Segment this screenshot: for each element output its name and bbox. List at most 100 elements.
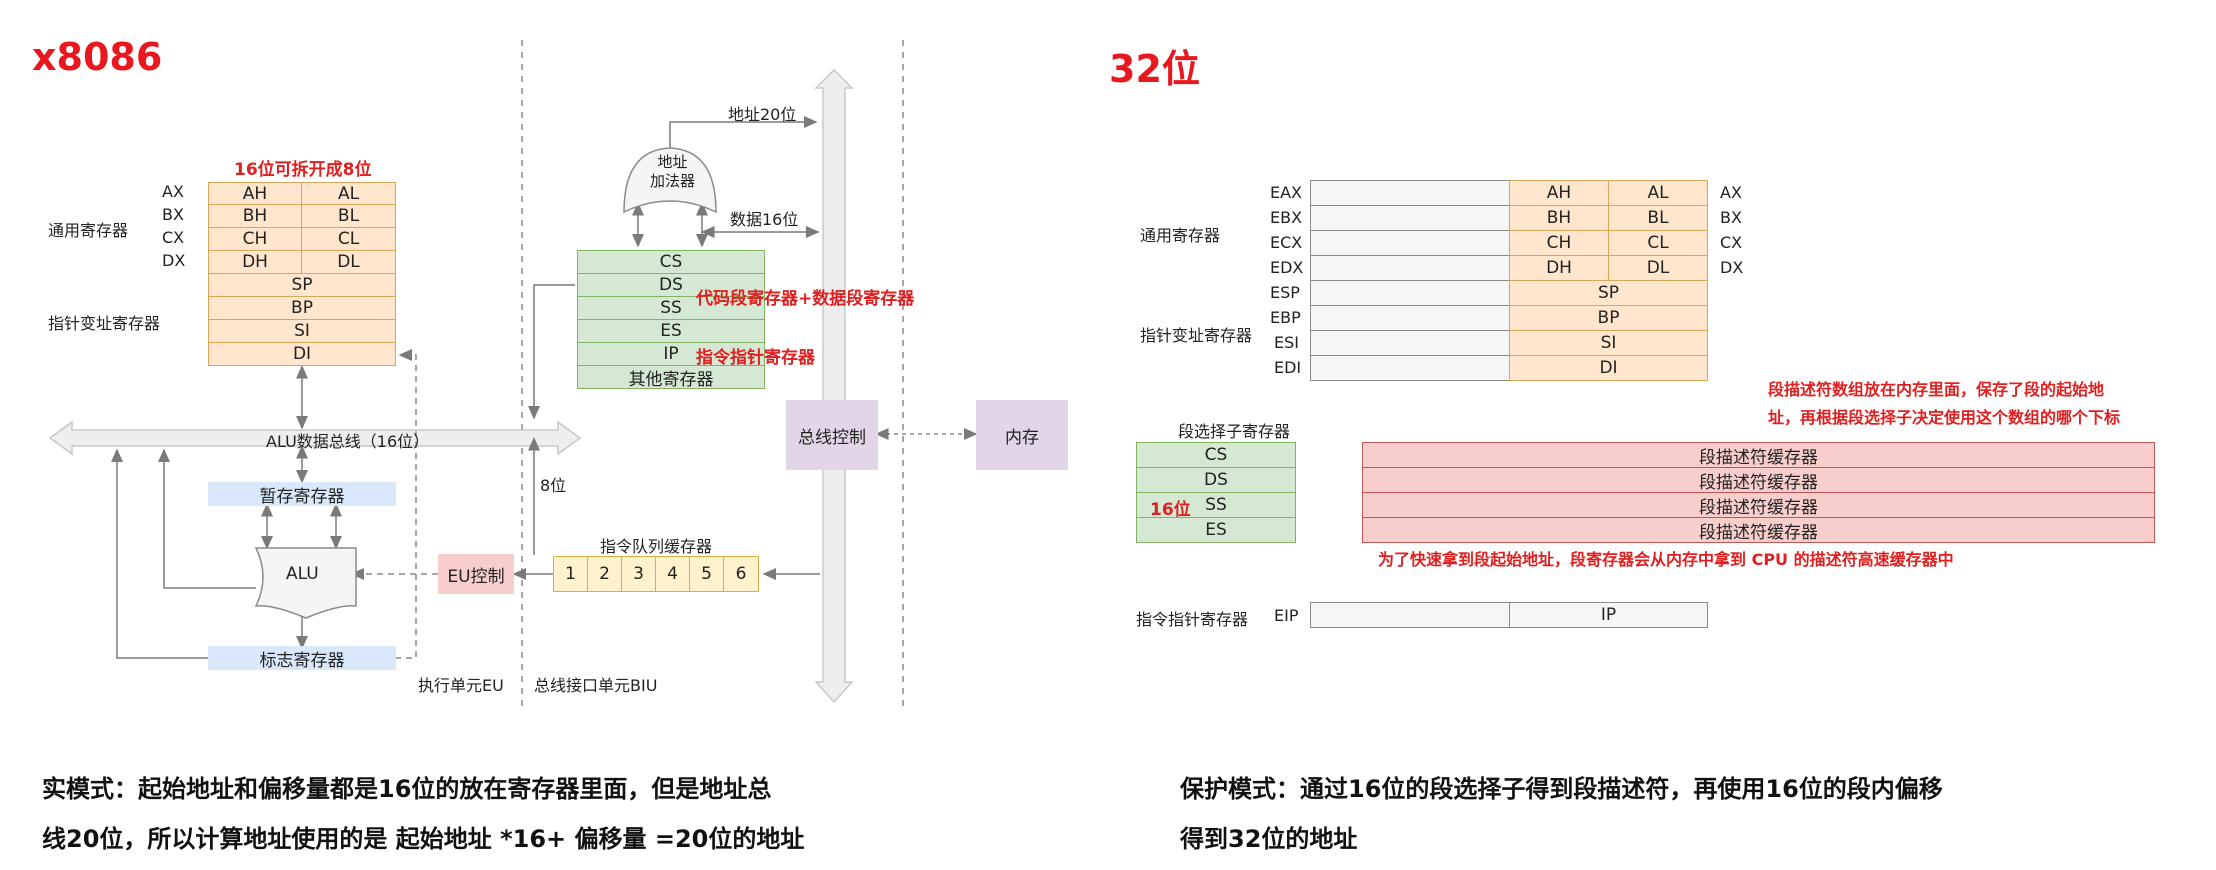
reg-name-esp: ESP [1270,283,1300,302]
flag-register: 标志寄存器 [208,646,396,671]
seg-register-cs: CS [577,250,765,274]
register-ch: CH [208,227,302,251]
reg-name-bx-32: BX [1720,208,1742,227]
segment-note: 代码段寄存器+数据段寄存器 [696,289,915,309]
reg-name-cx-32: CX [1720,233,1743,252]
reg-name-dx-32: DX [1720,258,1744,277]
protected-mode-caption-line1: 保护模式：通过16位的段选择子得到段描述符，再使用16位的段内偏移 [1180,775,1943,803]
descriptor-note: 段描述符数组放在内存里面，保存了段的起始地 址，再根据段选择子决定使用这个数组的… [1768,376,2120,432]
register-bh-32: BH [1509,205,1609,231]
reg-name-esi: ESI [1274,333,1299,352]
reg-name-ax: AX [162,182,184,201]
eip-upper-half [1310,602,1510,628]
descriptor-cache-row: 段描述符缓存器 [1362,492,2155,518]
register-bl: BL [301,204,396,228]
reg-name-cx: CX [162,228,185,247]
address-20bit-label: 地址20位 [728,105,797,124]
reg-name-eax: EAX [1270,183,1303,202]
protected-mode-caption-line2: 得到32位的地址 [1180,825,1358,853]
register-bh: BH [208,204,302,228]
queue-slot: 1 [553,556,588,592]
ptr-register-label: 指针变址寄存器 [48,314,161,333]
gp-register-label-32: 通用寄存器 [1140,226,1221,245]
register-bp: BP [208,296,396,320]
gp-register-label: 通用寄存器 [48,221,129,240]
protected-mode-panel: 32位 通用寄存器 指针变址寄存器 EAX EBX ECX EDX ESP EB… [1100,0,2216,720]
register-upper-half [1310,230,1510,256]
descriptor-note-line1: 段描述符数组放在内存里面，保存了段的起始地 [1768,380,2105,399]
descriptor-cache-row: 段描述符缓存器 [1362,517,2155,543]
memory-box: 内存 [976,400,1068,470]
register-upper-half [1310,305,1510,331]
protected-mode-title: 32位 [1109,47,1200,91]
reg-name-ecx: ECX [1270,233,1303,252]
split-note: 16位可拆开成8位 [234,160,372,180]
x8086-panel: x8086 [0,0,1100,720]
register-sp: SP [208,273,396,297]
eu-control: EU控制 [438,554,514,594]
reg-name-edx: EDX [1270,258,1304,277]
alu-label: ALU [286,564,319,584]
register-ah-32: AH [1509,180,1609,206]
register-ip-32: IP [1509,602,1708,628]
selector-cs: CS [1136,442,1296,468]
sixteen-bit-label: 16位 [1150,500,1191,520]
descriptor-note-line2: 址，再根据段选择子决定使用这个数组的哪个下标 [1768,408,2121,427]
register-dl: DL [301,250,396,274]
register-bl-32: BL [1608,205,1708,231]
register-upper-half [1310,205,1510,231]
segment-selector-label: 段选择子寄存器 [1178,422,1291,441]
register-dl-32: DL [1608,255,1708,281]
register-cl-32: CL [1608,230,1708,256]
register-cl: CL [301,227,396,251]
ptr-register-label-32: 指针变址寄存器 [1140,326,1253,345]
eu-unit-label: 执行单元EU [418,676,504,695]
eip-label: EIP [1274,606,1299,625]
real-mode-caption-line2: 线20位，所以计算地址使用的是 起始地址 *16+ 偏移量 =20位的地址 [42,825,805,853]
register-ah: AH [208,182,302,205]
selector-ss: SS [1136,492,1296,518]
x8086-diagram-lines [48,40,978,710]
register-upper-half [1310,255,1510,281]
selector-ds: DS [1136,467,1296,493]
ip-register-label-32: 指令指针寄存器 [1136,610,1249,629]
reg-name-ax-32: AX [1720,183,1742,202]
seg-register-ss: SS [577,296,765,320]
register-sp-32: SP [1509,280,1708,306]
bus-control: 总线控制 [786,400,878,470]
register-upper-half [1310,330,1510,356]
queue-slot: 2 [587,556,622,592]
seg-register-es: ES [577,319,765,343]
reg-name-dx: DX [162,251,186,270]
real-mode-caption: 实模式：起始地址和偏移量都是16位的放在寄存器里面，但是地址总 线20位，所以计… [42,764,804,864]
queue-slot: 5 [689,556,724,592]
register-si-32: SI [1509,330,1708,356]
register-si: SI [208,319,396,343]
register-al: AL [301,182,396,205]
register-dh: DH [208,250,302,274]
register-bp-32: BP [1509,305,1708,331]
ip-note: 指令指针寄存器 [696,348,815,368]
register-di-32: DI [1509,355,1708,381]
seg-register-ds: DS [577,273,765,297]
queue-label: 指令队列缓存器 [600,537,713,556]
register-al-32: AL [1608,180,1708,206]
reg-name-ebx: EBX [1270,208,1303,227]
eight-bit-label: 8位 [540,476,567,495]
cache-note: 为了快速拿到段起始地址，段寄存器会从内存中拿到 CPU 的描述符高速缓存器中 [1378,550,1954,569]
descriptor-cache-row: 段描述符缓存器 [1362,442,2155,468]
other-registers: 其他寄存器 [577,365,765,390]
register-ch-32: CH [1509,230,1609,256]
alu-bus-label: ALU数据总线（16位） [266,432,430,451]
reg-name-ebp: EBP [1270,308,1301,327]
reg-name-edi: EDI [1274,358,1302,377]
real-mode-caption-line1: 实模式：起始地址和偏移量都是16位的放在寄存器里面，但是地址总 [42,775,772,803]
queue-slot: 3 [621,556,656,592]
address-adder-label: 地址 加法器 [650,153,696,190]
register-dh-32: DH [1509,255,1609,281]
descriptor-cache-row: 段描述符缓存器 [1362,467,2155,493]
data-16bit-label: 数据16位 [730,210,799,229]
queue-slot: 6 [723,556,759,592]
register-upper-half [1310,355,1510,381]
register-di: DI [208,342,396,366]
